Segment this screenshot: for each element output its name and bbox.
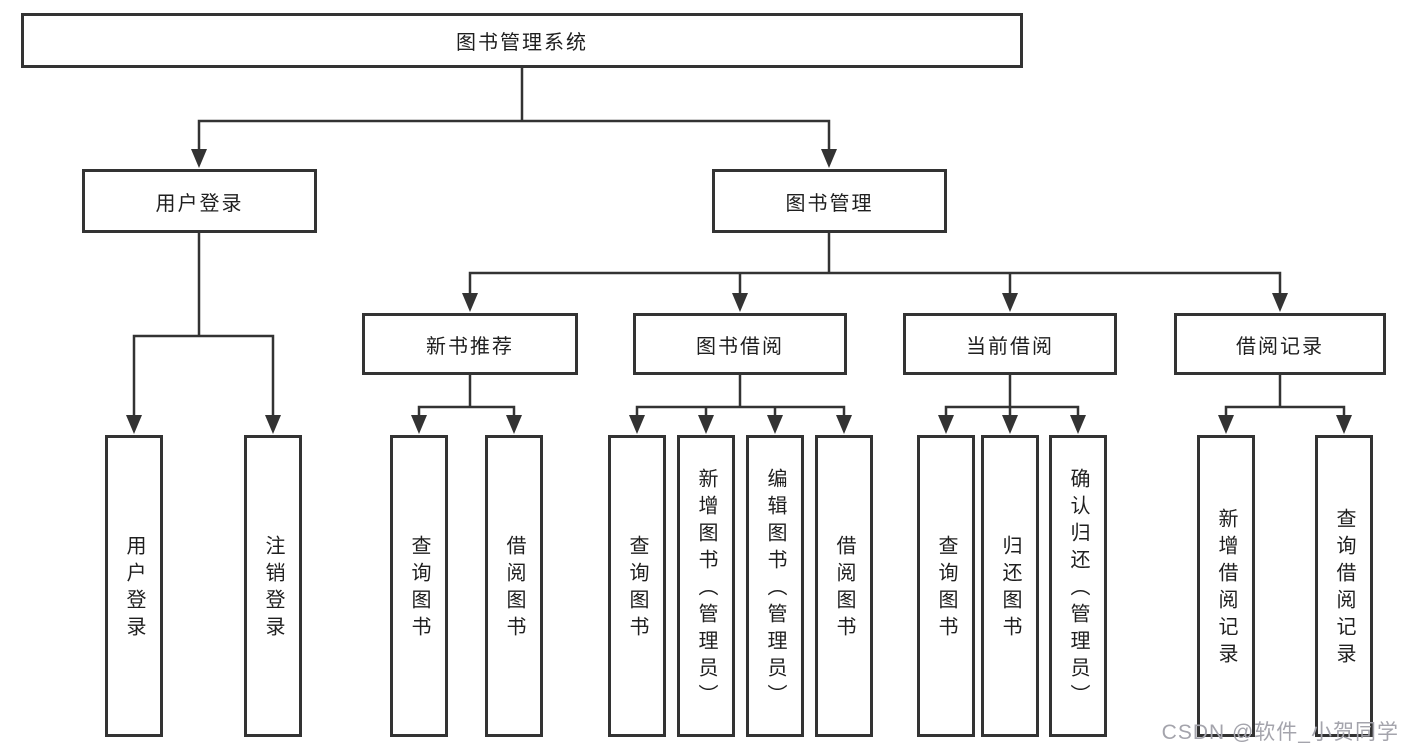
leaf-logout: 注销登录 [244,435,302,737]
arrowhead [732,293,748,312]
arrowhead [506,415,522,434]
node-book-management: 图书管理 [712,169,947,233]
arrowhead [411,415,427,434]
leaf-return-book: 归还图书 [981,435,1039,737]
arrowhead [1336,415,1352,434]
leaf-user-login: 用户登录 [105,435,163,737]
arrowhead [1218,415,1234,434]
arrowhead [836,415,852,434]
node-current-borrowing: 当前借阅 [903,313,1117,375]
arrowhead [698,415,714,434]
leaf-query-books-recommend: 查询图书 [390,435,448,737]
connector-management-to-level3 [462,231,1288,312]
leaf-query-books-current: 查询图书 [917,435,975,737]
node-book-borrowing: 图书借阅 [633,313,847,375]
arrowhead [462,293,478,312]
leaf-borrow-books: 借阅图书 [815,435,873,737]
arrowhead [767,415,783,434]
leaf-edit-book-admin: 编辑图书（管理员） [746,435,804,737]
arrowhead [629,415,645,434]
leaf-query-books-borrow: 查询图书 [608,435,666,737]
leaf-borrow-books-recommend: 借阅图书 [485,435,543,737]
arrowhead [1070,415,1086,434]
node-borrowing-records: 借阅记录 [1174,313,1386,375]
arrowhead [1002,293,1018,312]
leaf-query-borrow-record: 查询借阅记录 [1315,435,1373,737]
connector-root-to-level2 [191,66,837,168]
node-library-management-system: 图书管理系统 [21,13,1023,68]
arrowhead [938,415,954,434]
node-new-book-recommendation: 新书推荐 [362,313,578,375]
arrowhead [126,415,142,434]
leaf-add-borrow-record: 新增借阅记录 [1197,435,1255,737]
connector-level3-to-leaves [411,373,1352,434]
arrowhead [265,415,281,434]
leaf-add-book-admin: 新增图书（管理员） [677,435,735,737]
node-user-login: 用户登录 [82,169,317,233]
arrowhead [821,149,837,168]
arrowhead [191,149,207,168]
leaf-confirm-return-admin: 确认归还（管理员） [1049,435,1107,737]
connector-login-to-leaves [126,231,281,434]
arrowhead [1272,293,1288,312]
arrowhead [1002,415,1018,434]
